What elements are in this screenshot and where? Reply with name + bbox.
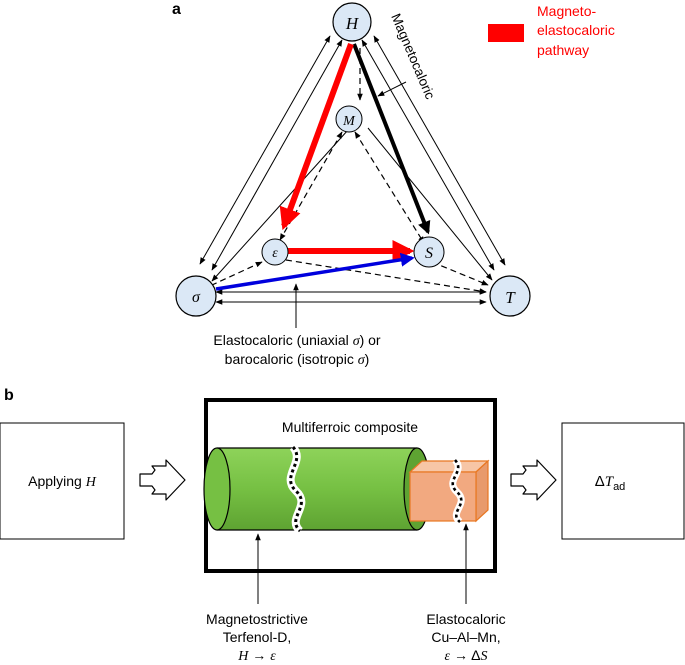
magnetostrictive-caption-line3: H → ε xyxy=(237,647,276,664)
node-H: H xyxy=(332,2,372,42)
terfenol-cylinder xyxy=(203,447,431,531)
output-box xyxy=(561,422,685,540)
elastocaloric-caption-line2: barocaloric (isotropic σ) xyxy=(225,351,370,368)
elastocaloric-b-caption-line1: Elastocaloric xyxy=(426,611,505,627)
input-box xyxy=(0,422,125,540)
legend-line3: pathway xyxy=(537,42,589,58)
input-box-text: Applying H xyxy=(28,473,97,490)
legend: Magneto- elastocaloric pathway xyxy=(488,3,615,58)
node-epsilon: ε xyxy=(261,238,289,266)
node-T-label: T xyxy=(505,288,516,307)
outer-triangle-arrows xyxy=(199,35,506,305)
output-flow-arrow xyxy=(510,459,557,501)
elastocaloric-b-caption-line2: Cu–Al–Mn, xyxy=(431,629,500,645)
node-sigma: σ xyxy=(175,275,217,317)
composite-title: Multiferroic composite xyxy=(282,419,418,435)
panel-b-label: b xyxy=(4,387,14,404)
node-H-label: H xyxy=(345,14,360,33)
node-M: M xyxy=(335,105,363,133)
input-flow-arrow xyxy=(139,459,186,501)
node-S-label: S xyxy=(425,245,433,262)
magnetocaloric-pointer xyxy=(377,81,407,97)
legend-line1: Magneto- xyxy=(537,3,596,19)
magnetocaloric-label: Magnetocaloric xyxy=(388,11,438,101)
legend-line2: elastocaloric xyxy=(537,22,615,38)
node-sigma-label: σ xyxy=(192,289,201,306)
cualmn-block xyxy=(408,459,490,523)
panel-a-label: a xyxy=(172,1,181,18)
magnetocaloric-pathway xyxy=(352,43,431,235)
elastocaloric-b-caption-line3: ε → ΔS xyxy=(445,647,488,664)
magneto-elastocaloric-pathway xyxy=(279,42,415,262)
node-S: S xyxy=(413,236,445,268)
magnetostrictive-caption-line2: Terfenol-D, xyxy=(223,629,291,645)
output-box-text: ΔTad xyxy=(595,473,626,493)
block-break-symbol xyxy=(449,457,465,525)
node-epsilon-label: ε xyxy=(272,246,278,261)
node-T: T xyxy=(489,275,531,317)
elastocaloric-pathway xyxy=(215,252,415,291)
inner-arrows xyxy=(211,127,493,282)
node-M-label: M xyxy=(342,114,356,129)
legend-swatch xyxy=(488,24,524,42)
cylinder-break-symbol xyxy=(286,444,306,534)
magnetostrictive-caption-line1: Magnetostrictive xyxy=(206,611,308,627)
elastocaloric-caption-line1: Elastocaloric (uniaxial σ) or xyxy=(213,332,381,349)
